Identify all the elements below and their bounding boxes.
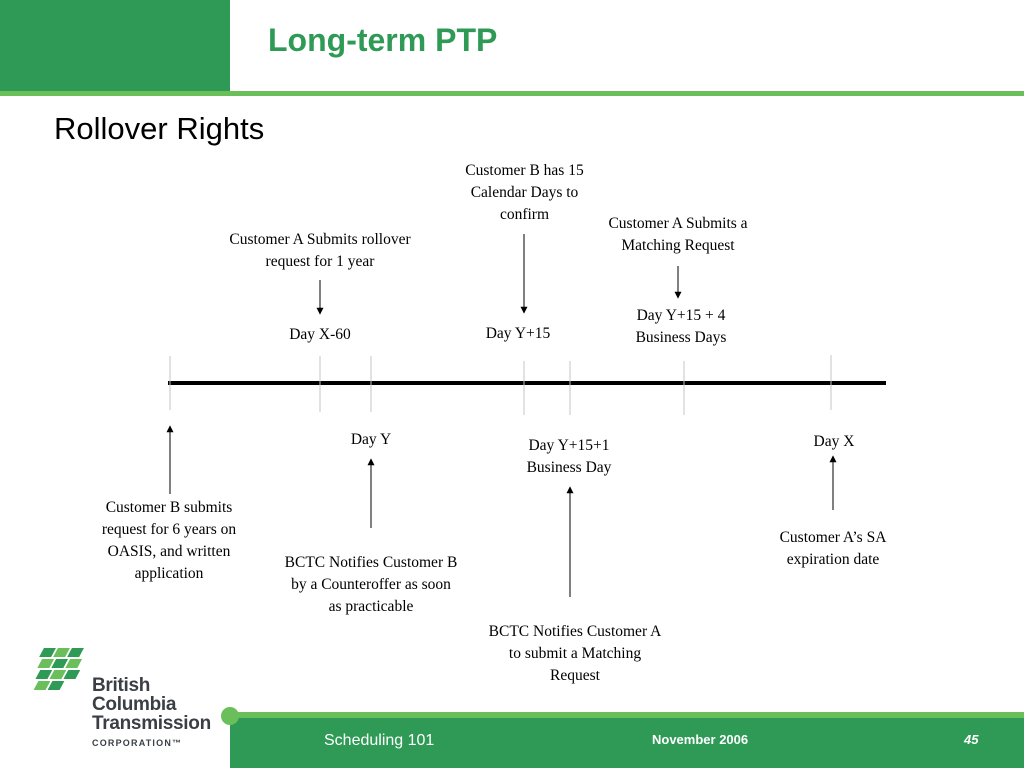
footer-dot <box>221 707 239 725</box>
logo-corporation: CORPORATION™ <box>92 738 183 748</box>
label-b-submits: Customer B submits request for 6 years o… <box>101 499 237 582</box>
footer-date: November 2006 <box>652 732 749 747</box>
label-day-y-plus-15: Day Y+15 <box>485 325 551 342</box>
label-b-has-15-days: Customer B has 15 Calendar Days to confi… <box>465 162 584 223</box>
slide-title: Long-term PTP <box>268 22 498 58</box>
label-a-sa-expiration: Customer A’s SA expiration date <box>779 529 887 568</box>
logo-wordmark: British Columbia Transmission <box>92 676 211 733</box>
slide-subtitle: Rollover Rights <box>54 111 265 146</box>
label-a-submits-matching: Customer A Submits a Matching Request <box>608 215 748 254</box>
label-day-y15-plus-4: Day Y+15 + 4 Business Days <box>635 307 727 346</box>
header-rule <box>0 91 1024 96</box>
label-day-x-minus-60: Day X-60 <box>289 326 351 343</box>
footer-bar <box>230 718 1024 768</box>
timeline-ticks <box>169 355 832 415</box>
label-a-submits-rollover: Customer A Submits rollover request for … <box>229 231 411 270</box>
logo-line-columbia: Columbia <box>92 694 177 715</box>
label-bctc-notifies-b: BCTC Notifies Customer B by a Counteroff… <box>284 554 458 615</box>
label-bctc-notifies-a: BCTC Notifies Customer A to submit a Mat… <box>488 623 662 684</box>
footer-rule <box>230 712 1024 718</box>
label-day-y15-plus-1: Day Y+15+1 Business Day <box>526 437 612 476</box>
footer-page-number: 45 <box>964 732 979 747</box>
label-day-y: Day Y <box>350 431 392 448</box>
logo-line-transmission: Transmission <box>92 713 211 734</box>
bctc-logo-mark <box>33 648 84 690</box>
label-day-x: Day X <box>813 433 855 450</box>
logo-line-british: British <box>92 675 151 696</box>
header-green-block <box>0 0 230 91</box>
footer-course: Scheduling 101 <box>324 732 435 749</box>
